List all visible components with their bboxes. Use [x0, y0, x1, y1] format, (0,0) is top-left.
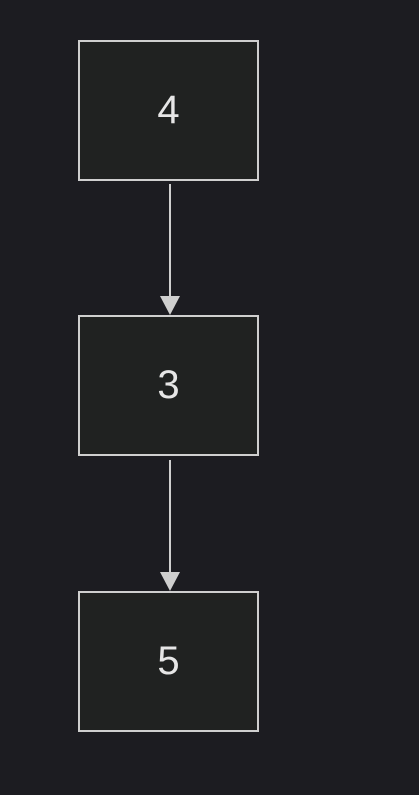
node-5[interactable]: 5	[78, 591, 259, 732]
arrowhead-icon	[160, 296, 180, 315]
edge-3-to-5	[160, 460, 180, 591]
node-label: 5	[157, 639, 180, 683]
node-label: 3	[157, 363, 180, 407]
node-4[interactable]: 4	[78, 40, 259, 181]
arrowhead-icon	[160, 572, 180, 591]
node-label: 4	[157, 88, 180, 132]
node-3[interactable]: 3	[78, 315, 259, 456]
edge-4-to-3	[160, 184, 180, 315]
